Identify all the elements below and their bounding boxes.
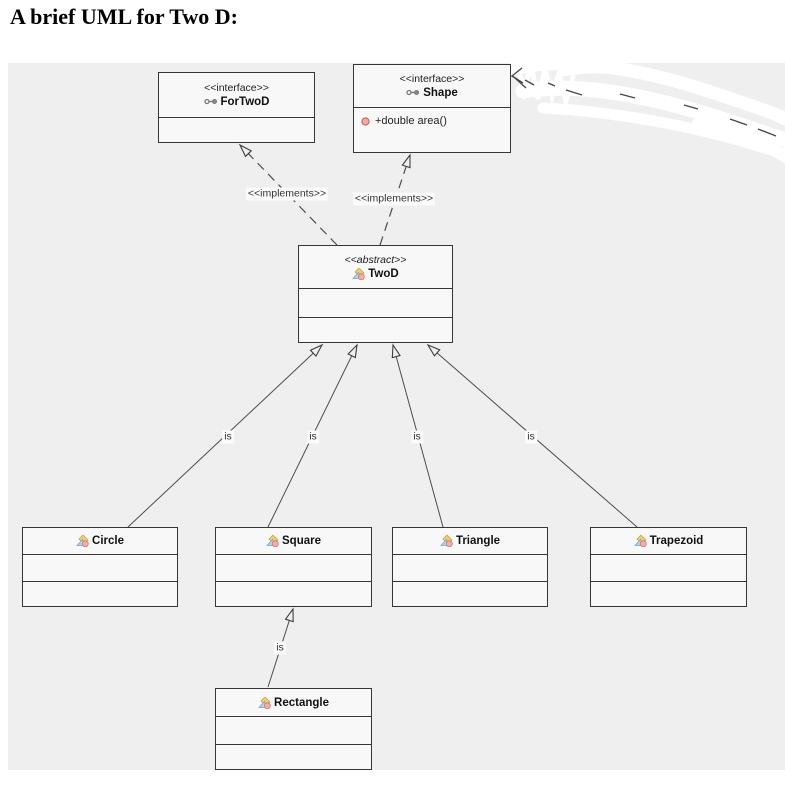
stereotype-label: <<abstract>> xyxy=(344,253,407,266)
generalization-edges xyxy=(127,343,638,688)
class-name: TwoD xyxy=(368,267,399,280)
white-scribble xyxy=(507,63,785,164)
arrowhead-into-shape xyxy=(510,67,524,84)
uml-node-fortwod: <<interface>> ForTwoD xyxy=(158,72,315,143)
stereotype-label: <<interface>> xyxy=(204,81,269,94)
methods-compartment xyxy=(393,581,547,607)
uml-node-shape: <<interface>> Shape +double area() xyxy=(353,64,511,153)
class-name: Rectangle xyxy=(274,696,329,709)
uml-diagram-canvas: <<interface>> ForTwoD <<interface>> Shap… xyxy=(8,63,785,770)
method-signature: +double area() xyxy=(375,115,447,127)
fields-compartment xyxy=(299,288,452,317)
edge-label-implements-fortwod: <<implements>> xyxy=(245,187,329,201)
class-icon xyxy=(633,535,647,547)
uml-node-circle: Circle xyxy=(22,527,178,607)
edge-label-is-rectangle: is xyxy=(274,641,286,655)
methods-compartment xyxy=(216,581,371,607)
edge-label-is-triangle: is xyxy=(411,430,423,444)
methods-compartment xyxy=(23,581,177,607)
page-title: A brief UML for Two D: xyxy=(10,4,238,29)
methods-compartment: +double area() xyxy=(354,107,510,152)
interface-icon xyxy=(203,97,218,106)
class-icon xyxy=(266,535,279,547)
erased-dashed-arrow-remnants xyxy=(510,67,777,137)
class-icon xyxy=(352,267,365,280)
uml-node-triangle: Triangle xyxy=(392,527,548,607)
fields-compartment xyxy=(23,554,177,581)
edge-label-is-circle: is xyxy=(222,430,234,444)
fields-compartment xyxy=(216,554,371,581)
stereotype-label: <<interface>> xyxy=(399,72,465,85)
class-name: Circle xyxy=(92,535,124,547)
uml-node-square: Square xyxy=(215,527,372,607)
fields-compartment xyxy=(591,554,746,581)
methods-compartment xyxy=(216,744,371,770)
class-icon xyxy=(258,696,271,709)
edge-label-is-trapezoid: is xyxy=(525,430,537,444)
class-name: ForTwoD xyxy=(220,95,270,108)
uml-node-twod: <<abstract>> TwoD xyxy=(298,245,453,343)
methods-compartment xyxy=(299,317,452,343)
uml-node-trapezoid: Trapezoid xyxy=(590,527,747,607)
method-icon xyxy=(361,116,370,126)
class-icon xyxy=(76,535,89,547)
edge-label-is-square: is xyxy=(307,430,319,444)
uml-node-rectangle: Rectangle xyxy=(215,688,372,770)
edge-label-implements-shape: <<implements>> xyxy=(352,192,436,206)
fields-compartment xyxy=(216,716,371,744)
class-name: Shape xyxy=(423,86,458,99)
class-name: Trapezoid xyxy=(649,535,704,547)
interface-icon xyxy=(406,88,420,97)
edge-twod-implements-fortwod xyxy=(238,143,338,246)
class-icon xyxy=(440,535,453,547)
fields-compartment xyxy=(393,554,547,581)
uml-edges-layer xyxy=(127,63,785,688)
class-name: Square xyxy=(282,535,321,547)
class-name: Triangle xyxy=(455,535,501,547)
methods-compartment xyxy=(591,581,746,607)
empty-compartment xyxy=(159,117,314,143)
